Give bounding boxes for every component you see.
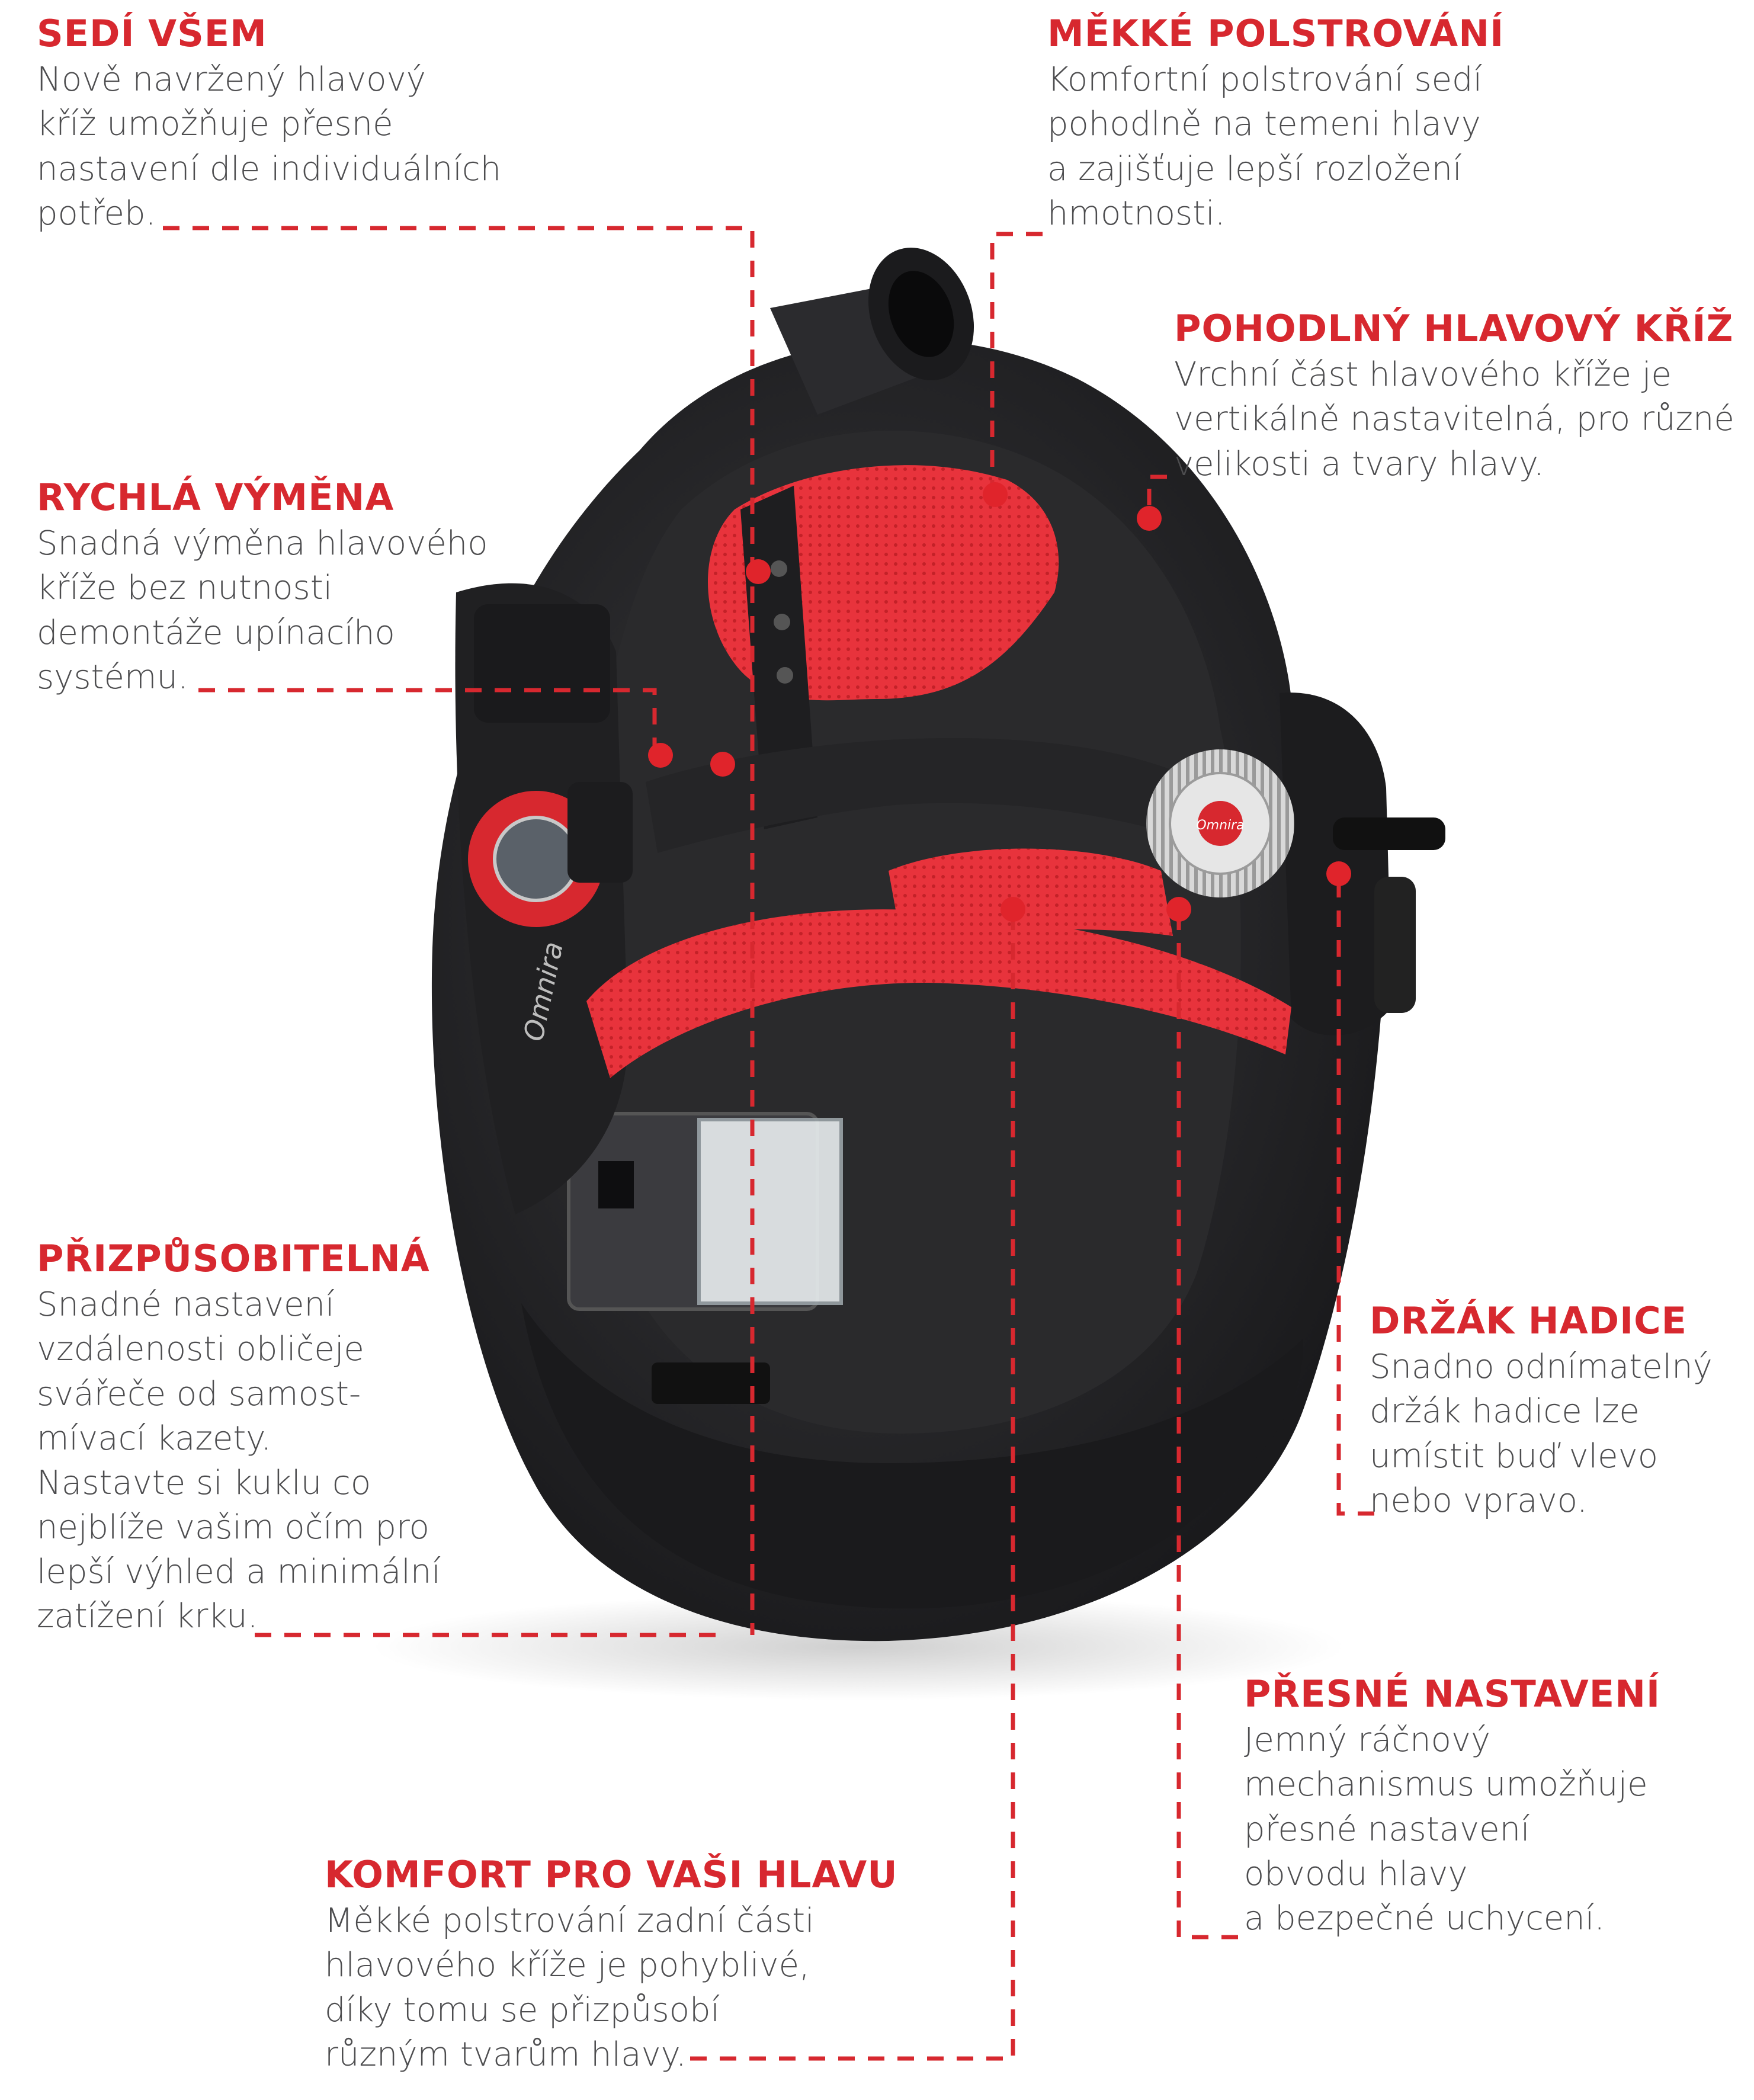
callout-text: Komfortní polstrování sedí pohodlně na t… — [1047, 60, 1483, 233]
callout-text: Měkké polstrování zadní části hlavového … — [325, 1902, 815, 2074]
callout-text: Jemný ráčnový mechanismus umožňuje přesn… — [1244, 1721, 1648, 1938]
chin-plate — [521, 1303, 1303, 1609]
callout-text: Vrchní část hlavového kříže je vertikáln… — [1174, 355, 1734, 483]
callout-drzak-hadice: DRŽÁK HADICE Snadno odnímatelný držák ha… — [1370, 1300, 1713, 1523]
callout-title: MĚKKÉ POLSTROVÁNÍ — [1047, 12, 1505, 55]
anchor-dot-komfort — [1001, 897, 1025, 922]
strap-hole — [777, 667, 793, 684]
anchor-dot-rychla-vymena — [648, 743, 673, 768]
callout-sedi-vsem: SEDÍ VŠEM Nově navržený hlavový kříž umo… — [37, 13, 501, 236]
callout-text: Snadno odnímatelný držák hadice lze umís… — [1370, 1348, 1713, 1520]
callout-text: Nově navržený hlavový kříž umožňuje přes… — [37, 60, 502, 233]
headband — [646, 738, 1274, 871]
callout-title: RYCHLÁ VÝMĚNA — [37, 476, 395, 519]
hose-holder-clip — [1374, 877, 1416, 1013]
callout-title: PŘIZPŮSOBITELNÁ — [37, 1237, 430, 1280]
hose-holder — [1333, 817, 1445, 850]
floor-shadow — [373, 1594, 1345, 1700]
nape-padding — [889, 848, 1173, 936]
callout-title: KOMFORT PRO VAŠI HLAVU — [325, 1853, 898, 1896]
left-hinge — [567, 782, 633, 883]
callout-title: PŘESNÉ NASTAVENÍ — [1244, 1672, 1661, 1716]
anchor-dot-pohodlny-kriz — [1137, 506, 1162, 531]
anchor-dot-sedi-vsem — [746, 559, 771, 584]
callout-komfort: KOMFORT PRO VAŠI HLAVU Měkké polstrování… — [325, 1854, 898, 2077]
anchor-dot-presne-nastaveni — [1166, 897, 1191, 922]
anchor-dot-drzak-hadice — [1326, 861, 1351, 886]
anchor-dot-rychla-vymena-2 — [710, 752, 735, 777]
cassette-display — [598, 1161, 634, 1208]
left-pivot-block — [474, 604, 610, 723]
callout-text: Snadné nastavení vzdálenosti obličeje sv… — [37, 1285, 441, 1636]
anchor-dots — [648, 482, 1351, 922]
strap-hole — [771, 560, 787, 577]
callout-title: SEDÍ VŠEM — [37, 12, 267, 55]
back-padding — [586, 909, 1291, 1078]
callout-text: Snadná výměna hlavového kříže bez nutnos… — [37, 524, 488, 697]
callout-presne-nastaveni: PŘESNÉ NASTAVENÍ Jemný ráčnový mechanism… — [1244, 1673, 1660, 1941]
callout-pohodlny-kriz: POHODLNÝ HLAVOVÝ KŘÍŽ Vrchní část hlavov… — [1174, 308, 1734, 486]
leader-line-rychla-vymena — [198, 688, 657, 755]
air-inlet-tube — [770, 248, 974, 415]
callout-mekke-polstrovani: MĚKKÉ POLSTROVÁNÍ Komfortní polstrování … — [1047, 13, 1504, 236]
callout-rychla-vymena: RYCHLÁ VÝMĚNA Snadná výměna hlavového kř… — [37, 477, 488, 700]
callout-prizpusobitelna: PŘIZPŮSOBITELNÁ Snadné nastavení vzdálen… — [37, 1238, 441, 1639]
anchor-dot-mekke-polstrovani — [983, 482, 1008, 507]
ratchet-knob-logo — [1198, 801, 1243, 846]
leader-lines — [163, 226, 1374, 2061]
leader-line-presne-nastaveni — [1176, 906, 1238, 1939]
clear-visor — [697, 1118, 843, 1305]
leader-line-drzak-hadice — [1336, 874, 1374, 1516]
callout-title: DRŽÁK HADICE — [1370, 1299, 1688, 1342]
vent-slot — [652, 1362, 770, 1404]
callout-title: POHODLNÝ HLAVOVÝ KŘÍŽ — [1174, 307, 1734, 350]
ratchet-knob-text: Omnira — [1196, 818, 1244, 833]
left-adjust-knob-center — [493, 816, 579, 902]
leader-line-pohodlny-kriz — [1147, 474, 1167, 512]
leader-line-mekke-polstrovani — [990, 232, 1043, 492]
strap-hole — [774, 614, 790, 630]
